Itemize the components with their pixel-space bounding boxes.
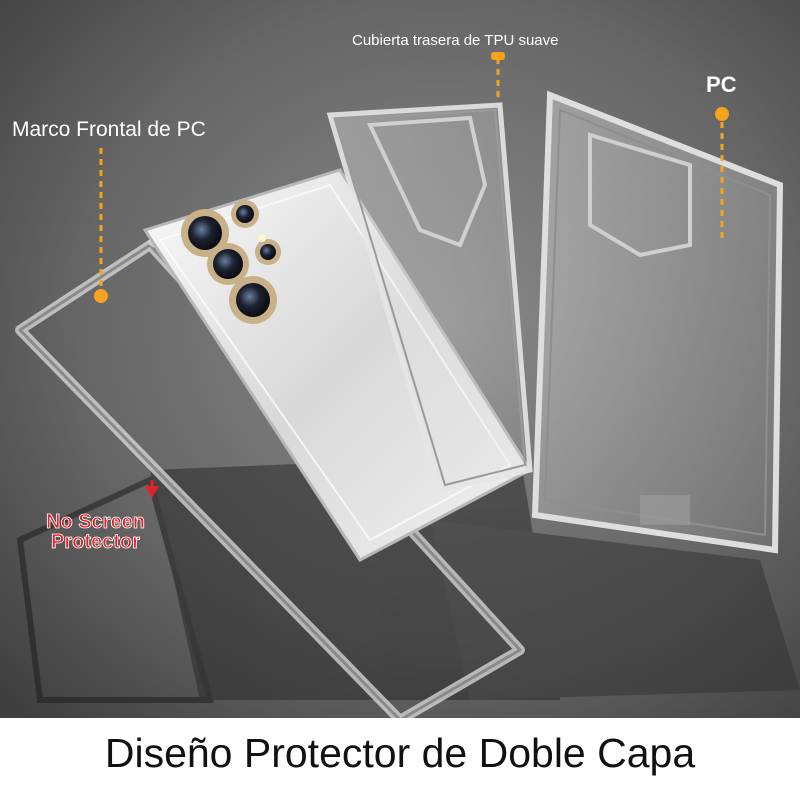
back-cover-label: Cubierta trasera de TPU suave (352, 32, 559, 49)
no-screen-protector-label: No Screen Protector (46, 511, 146, 553)
exploded-case-graphic (0, 0, 800, 725)
footer-title: Diseño Protector de Doble Capa (104, 730, 696, 776)
callouts (94, 52, 729, 498)
callout-dot-icon (715, 107, 729, 121)
reflection (16, 455, 800, 703)
no-screen-line-2: Protector (51, 531, 141, 553)
pc-shell-label: PC (706, 72, 737, 97)
tpu-back-cover (326, 102, 533, 493)
callout-dot-icon (94, 289, 108, 303)
no-screen-line-1: No Screen (46, 511, 146, 533)
callout-dot-icon (491, 52, 505, 60)
camera-module (181, 200, 281, 324)
pc-shell (531, 90, 784, 554)
footer-banner: Diseño Protector de Doble Capa (0, 718, 800, 800)
warning-arrow-icon (145, 486, 159, 498)
front-frame-label: Marco Frontal de PC (12, 118, 206, 141)
